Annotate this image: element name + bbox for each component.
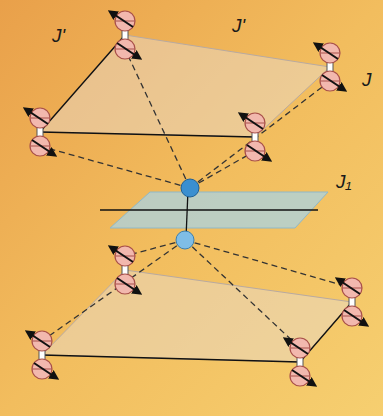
coupling-label: J (362, 70, 372, 89)
coupling-label: J₁ (336, 172, 352, 191)
coupling-label: J' (52, 26, 65, 45)
coupling-label: J' (232, 16, 245, 35)
